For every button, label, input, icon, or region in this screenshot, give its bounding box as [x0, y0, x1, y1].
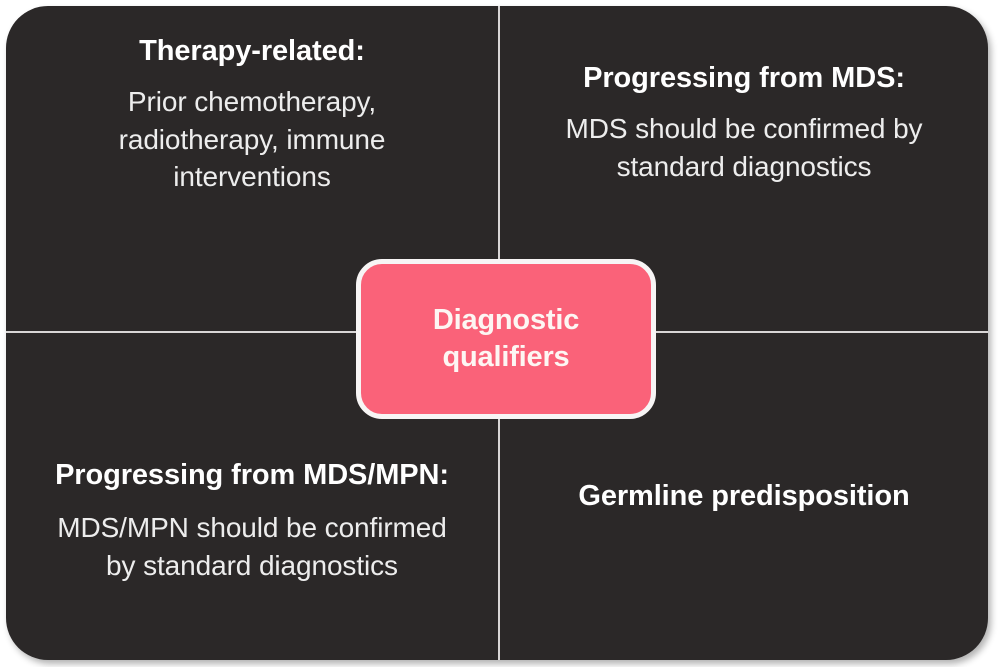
quadrant-therapy-related-body: Prior chemotherapy, radiotherapy, immune… — [118, 86, 386, 193]
quadrant-progressing-from-mds-body: MDS should be confirmed by standard diag… — [565, 113, 923, 182]
diagram-panel: Therapy-related: Prior chemotherapy, rad… — [6, 6, 988, 660]
quadrant-progressing-from-mds-mpn-title: Progressing from MDS/MPN: — [55, 459, 449, 491]
quadrant-germline-predisposition: Germline predisposition — [500, 333, 988, 660]
quadrant-therapy-related: Therapy-related: Prior chemotherapy, rad… — [6, 6, 498, 331]
quadrant-germline-predisposition-title: Germline predisposition — [578, 479, 910, 512]
quadrant-progressing-from-mds-title: Progressing from MDS: — [583, 62, 905, 94]
quadrant-progressing-from-mds-mpn-body: MDS/MPN should be confirmed by standard … — [57, 512, 447, 581]
center-node-label-line1: Diagnostic — [432, 304, 580, 337]
center-node-label-line2: qualifiers — [442, 341, 570, 373]
center-node-diagnostic-qualifiers: Diagnostic qualifiers — [356, 259, 656, 419]
quadrant-progressing-from-mds: Progressing from MDS: MDS should be conf… — [500, 6, 988, 331]
quadrant-therapy-related-title: Therapy-related: — [139, 35, 365, 67]
center-node-label: Diagnostic qualifiers — [433, 302, 579, 375]
quadrant-progressing-from-mds-mpn: Progressing from MDS/MPN: MDS/MPN should… — [6, 333, 498, 660]
